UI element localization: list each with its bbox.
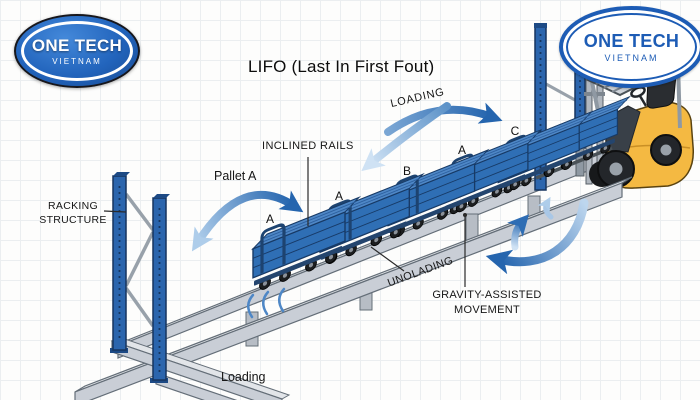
pallet-letter-1: A	[265, 212, 274, 226]
label-gravity-line2: MOVEMENT	[454, 303, 520, 316]
pallet-letter-3: B	[402, 164, 411, 178]
label-gravity-assisted-movement: GRAVITY-ASSISTED MOVEMENT	[417, 288, 557, 318]
logo-right-sub: VIETNAM	[604, 53, 659, 63]
onetech-logo-right: ONE TECH VIETNAM	[559, 6, 700, 88]
label-inclined-rails: INCLINED RAILS	[262, 140, 354, 152]
leader-unloading	[370, 246, 405, 272]
logo-left-name: ONE TECH	[31, 36, 123, 55]
arrow-up-small	[507, 214, 530, 251]
arrow-gravity	[485, 198, 589, 275]
arrow-pallet-a	[191, 190, 304, 252]
rail-front	[74, 176, 633, 400]
label-pallet-a: Pallet A	[214, 169, 257, 183]
motion-swoosh-lines	[247, 287, 286, 319]
label-racking-line1: RACKING	[48, 200, 98, 212]
leader-lines	[103, 157, 467, 287]
label-racking-line2: STRUCTURE	[39, 214, 107, 227]
racking-structure-left	[110, 172, 291, 400]
label-racking-structure: RACKING STRUCTURE	[36, 199, 110, 227]
label-loading-bottom: Loading	[221, 370, 266, 384]
flow-arrows	[191, 102, 589, 319]
rack-upright-left-front	[112, 175, 127, 351]
arrow-curl-small	[537, 196, 554, 220]
arrow-descend	[361, 102, 451, 172]
diagram-title: LIFO (Last In First Fout)	[248, 57, 435, 76]
onetech-logo-left-inner: ONE TECH VIETNAM	[21, 21, 133, 81]
pallet-letter-5: C	[510, 124, 520, 138]
logo-left-sub: VIETNAM	[52, 57, 102, 66]
steering-wheel	[630, 86, 646, 98]
pallet-letter-4: A	[457, 143, 466, 157]
label-gravity-line1: GRAVITY-ASSISTED	[432, 289, 542, 301]
onetech-logo-left: ONE TECH VIETNAM	[14, 14, 140, 88]
leader-racking-structure	[103, 210, 127, 213]
onetech-logo-right-inner: ONE TECH VIETNAM	[566, 13, 697, 81]
pallet-letter-2: A	[334, 189, 343, 203]
logo-right-name: ONE TECH	[583, 31, 680, 51]
